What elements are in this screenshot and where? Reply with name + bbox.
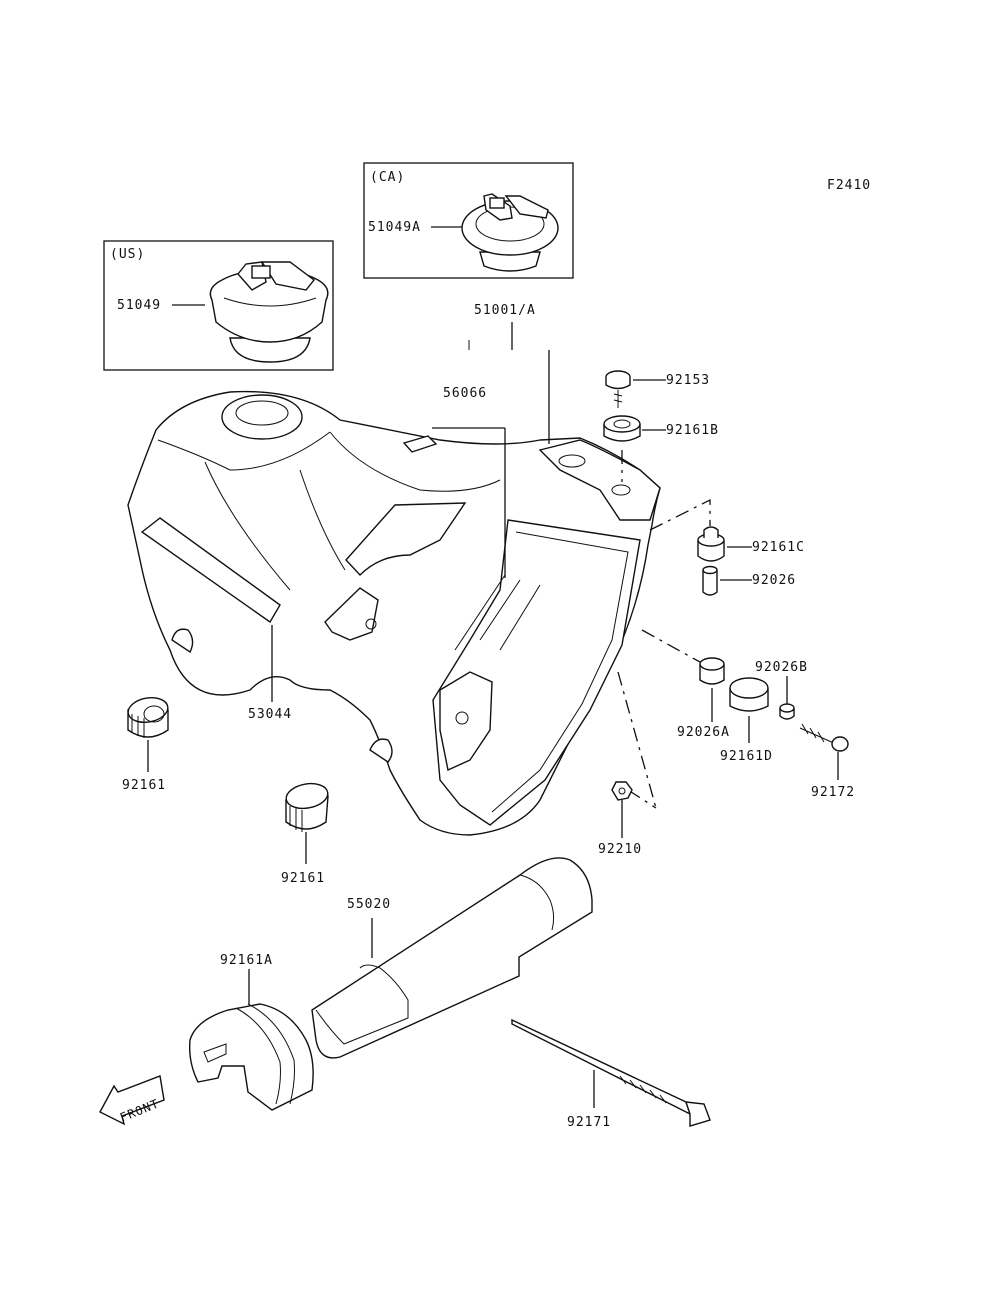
us-variant-box: (US) 51049	[103, 240, 334, 371]
label-51049: 51049	[117, 298, 161, 313]
bolt-92153-icon	[605, 370, 631, 408]
label-92172: 92172	[811, 785, 855, 800]
label-92210: 92210	[598, 842, 642, 857]
ca-variant-box: (CA) 51049A	[363, 162, 574, 279]
cover-55020-icon	[311, 857, 593, 1059]
label-92161B: 92161B	[666, 423, 719, 438]
label-55020: 55020	[347, 897, 391, 912]
damper-92161-left-icon	[127, 696, 169, 738]
ca-variant-label: (CA)	[370, 170, 405, 185]
damper-92161C-icon	[697, 526, 725, 562]
label-92161-center: 92161	[281, 871, 325, 886]
label-92026A: 92026A	[677, 725, 730, 740]
label-92161D: 92161D	[720, 749, 773, 764]
damper-92161D-icon	[729, 677, 769, 712]
damper-92161B-icon	[603, 415, 641, 442]
collar-92026-icon	[702, 565, 718, 596]
damper-92161A-icon	[188, 1003, 314, 1111]
fuel-cap-ca-icon	[461, 193, 559, 272]
label-92026B: 92026B	[755, 660, 808, 675]
label-92171: 92171	[567, 1115, 611, 1130]
label-92161A: 92161A	[220, 953, 273, 968]
bolt-92172-icon	[799, 723, 849, 752]
collar-92026A-icon	[699, 657, 725, 685]
us-variant-label: (US)	[110, 247, 145, 262]
label-51001A: 51001/A	[474, 303, 536, 318]
fuel-tank-icon	[127, 390, 661, 836]
fuel-cap-us-icon	[209, 261, 329, 363]
band-92171-icon	[511, 1018, 711, 1127]
label-92161-left: 92161	[122, 778, 166, 793]
collar-92026B-icon	[779, 703, 795, 720]
label-92153: 92153	[666, 373, 710, 388]
damper-92161-center-icon	[285, 782, 329, 832]
nut-92210-icon	[611, 781, 633, 801]
front-direction-arrow-icon: FRONT	[99, 1075, 165, 1126]
label-56066: 56066	[443, 386, 487, 401]
label-92026: 92026	[752, 573, 796, 588]
label-92161C: 92161C	[752, 540, 805, 555]
label-51049A: 51049A	[368, 220, 421, 235]
label-53044: 53044	[248, 707, 292, 722]
figure-code: F2410	[827, 178, 871, 193]
